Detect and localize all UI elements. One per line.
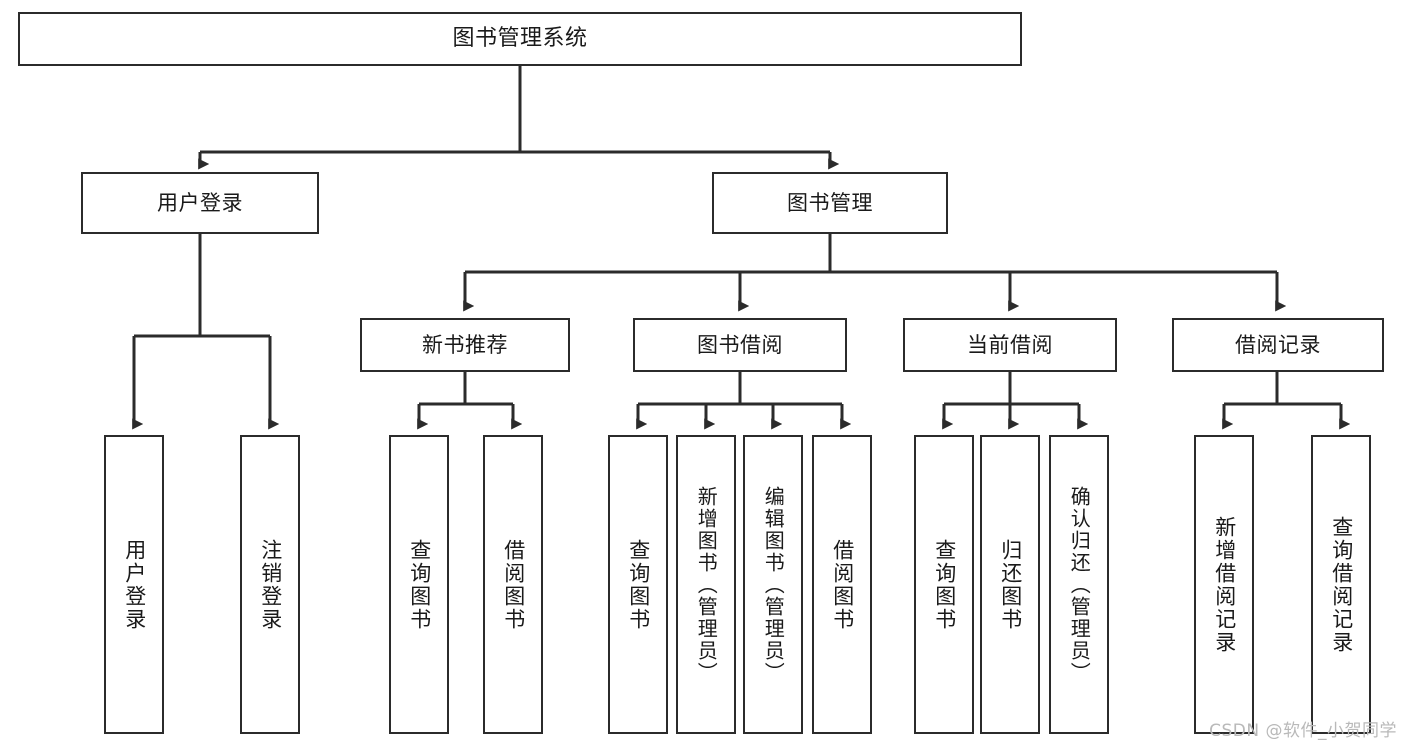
- node-current-borrow[interactable]: 当前借阅: [903, 318, 1117, 372]
- leaf-borrow-book-1-label: 借阅图书: [501, 538, 526, 631]
- node-user-login-label: 用户登录: [157, 190, 243, 215]
- node-book-manage-label: 图书管理: [787, 190, 873, 215]
- leaf-query-record[interactable]: 查询借阅记录: [1311, 435, 1371, 734]
- node-user-login[interactable]: 用户登录: [81, 172, 319, 234]
- leaf-add-book[interactable]: 新增图书（管理员）: [676, 435, 736, 734]
- leaf-borrow-book-2[interactable]: 借阅图书: [812, 435, 872, 734]
- leaf-query-book-3-label: 查询图书: [932, 538, 957, 631]
- leaf-query-record-label: 查询借阅记录: [1329, 515, 1354, 654]
- leaf-query-book-1[interactable]: 查询图书: [389, 435, 449, 734]
- leaf-confirm-return-label: 确认归还（管理员）: [1067, 485, 1092, 684]
- node-book-borrow[interactable]: 图书借阅: [633, 318, 847, 372]
- leaf-borrow-book-1[interactable]: 借阅图书: [483, 435, 543, 734]
- leaf-user-login[interactable]: 用户登录: [104, 435, 164, 734]
- leaf-query-book-2[interactable]: 查询图书: [608, 435, 668, 734]
- leaf-query-book-2-label: 查询图书: [626, 538, 651, 631]
- node-current-borrow-label: 当前借阅: [967, 332, 1053, 357]
- leaf-return-book[interactable]: 归还图书: [980, 435, 1040, 734]
- leaf-edit-book-label: 编辑图书（管理员）: [761, 485, 786, 684]
- leaf-query-book-3[interactable]: 查询图书: [914, 435, 974, 734]
- node-root-label: 图书管理系统: [452, 26, 588, 52]
- leaf-return-book-label: 归还图书: [998, 538, 1023, 631]
- node-new-book-recommend[interactable]: 新书推荐: [360, 318, 570, 372]
- node-book-borrow-label: 图书借阅: [697, 332, 783, 357]
- csdn-watermark: CSDN @软件_小贺同学: [1209, 721, 1397, 741]
- node-root[interactable]: 图书管理系统: [18, 12, 1022, 66]
- node-borrow-record[interactable]: 借阅记录: [1172, 318, 1384, 372]
- leaf-add-book-label: 新增图书（管理员）: [694, 485, 719, 684]
- leaf-add-record-label: 新增借阅记录: [1212, 515, 1237, 654]
- leaf-logout-login[interactable]: 注销登录: [240, 435, 300, 734]
- leaf-logout-login-label: 注销登录: [258, 538, 283, 631]
- leaf-borrow-book-2-label: 借阅图书: [830, 538, 855, 631]
- node-book-manage[interactable]: 图书管理: [712, 172, 948, 234]
- node-borrow-record-label: 借阅记录: [1235, 332, 1321, 357]
- node-new-book-recommend-label: 新书推荐: [422, 332, 508, 357]
- leaf-edit-book[interactable]: 编辑图书（管理员）: [743, 435, 803, 734]
- leaf-confirm-return[interactable]: 确认归还（管理员）: [1049, 435, 1109, 734]
- leaf-user-login-label: 用户登录: [122, 538, 147, 631]
- leaf-query-book-1-label: 查询图书: [407, 538, 432, 631]
- leaf-add-record[interactable]: 新增借阅记录: [1194, 435, 1254, 734]
